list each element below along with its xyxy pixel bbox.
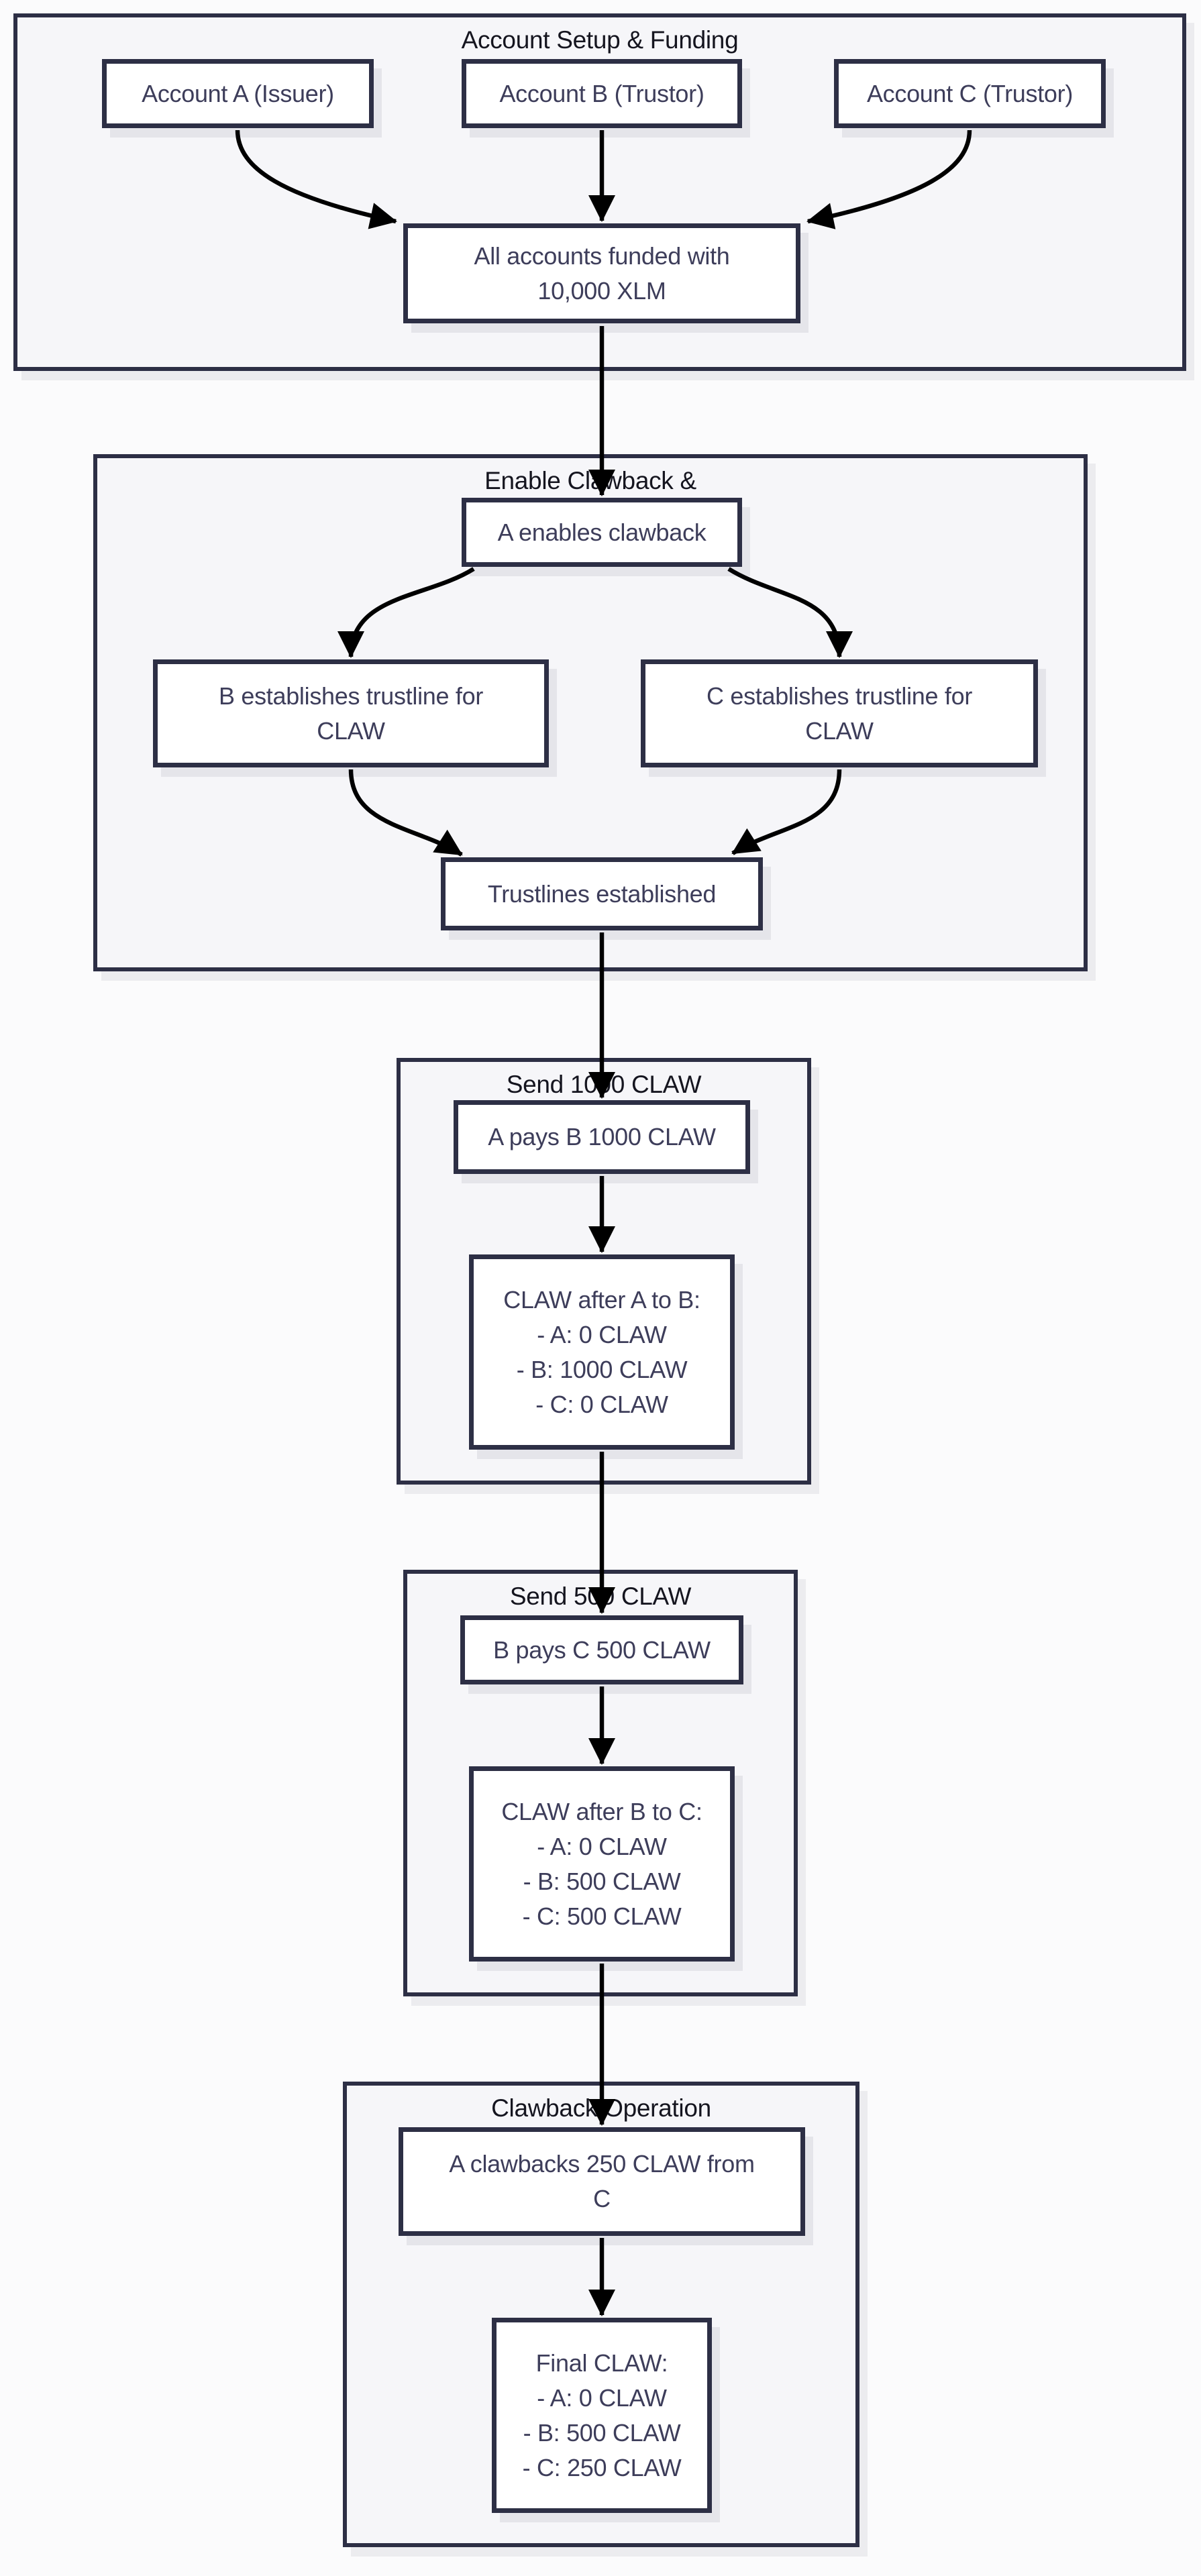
cluster-title: Send 1000 CLAW [506,1071,702,1098]
node-a-clawbacks-250: A clawbacks 250 CLAW from C [399,2127,805,2236]
cluster-title: Send 500 CLAW [509,1582,692,1610]
node-accounts-funded: All accounts funded with 10,000 XLM [403,223,800,323]
node-final-claw-balances: Final CLAW: - A: 0 CLAW - B: 500 CLAW - … [492,2318,712,2513]
node-a-pays-b: A pays B 1000 CLAW [454,1100,750,1174]
node-account-a-issuer: Account A (Issuer) [102,59,374,128]
node-b-establishes-trustline: B establishes trustline for CLAW [153,659,549,767]
node-account-b-trustor: Account B (Trustor) [462,59,742,128]
node-c-establishes-trustline: C establishes trustline for CLAW [641,659,1038,767]
node-account-c-trustor: Account C (Trustor) [834,59,1106,128]
node-a-enables-clawback: A enables clawback [462,498,742,567]
node-claw-after-a-to-b: CLAW after A to B: - A: 0 CLAW - B: 1000… [469,1254,735,1450]
node-b-pays-c: B pays C 500 CLAW [460,1615,743,1684]
cluster-title: Clawback Operation [491,2094,711,2122]
cluster-title: Enable Clawback & [484,467,696,494]
node-trustlines-established: Trustlines established [441,857,763,930]
node-claw-after-b-to-c: CLAW after B to C: - A: 0 CLAW - B: 500 … [469,1766,735,1962]
cluster-title: Account Setup & Funding [461,26,739,54]
